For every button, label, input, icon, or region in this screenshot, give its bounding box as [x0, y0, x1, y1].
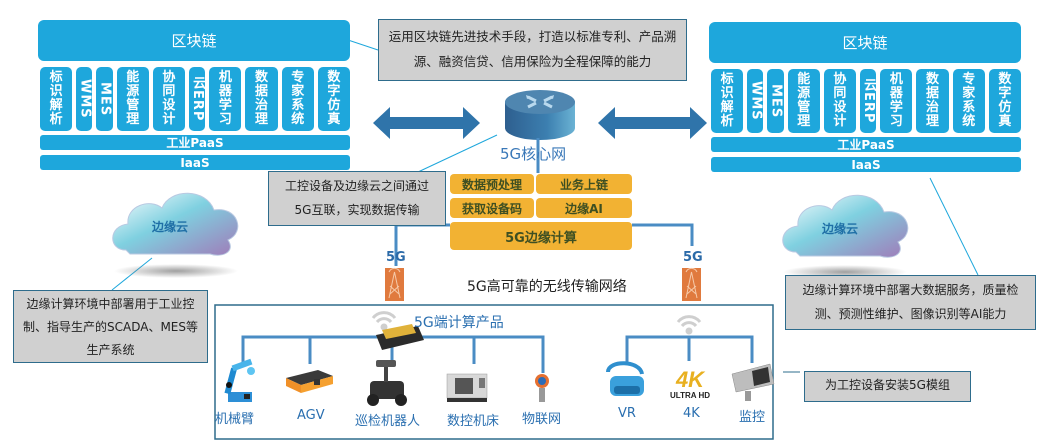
right-module-0: 标识解析	[711, 69, 744, 133]
right-module-6: 机器学习	[880, 69, 913, 133]
edge-compute-main: 5G边缘计算	[450, 222, 632, 250]
callout-line-blockchain	[347, 39, 379, 51]
security-camera-icon	[731, 363, 775, 401]
right-module-row: 标识解析 WMS MES 能源管理 协同设计 云ERP 机器学习 数据治理 专家…	[711, 69, 1022, 133]
edge-item-device-code: 获取设备码	[450, 198, 534, 218]
terminal-connector-group2	[625, 335, 754, 364]
callout-line-right-edge	[929, 177, 979, 276]
cell-tower-icon-left	[385, 267, 404, 301]
left-cloud-label: 边缘云	[152, 220, 189, 234]
edge-cloud-left	[112, 192, 239, 278]
left-blockchain-title: 区块链	[38, 20, 350, 61]
right-module-4: 协同设计	[823, 69, 857, 133]
gateway-device-icon	[376, 324, 424, 350]
note-right-edge: 边缘计算环境中部署大数据服务，质量检测、预测性维护、图像识别等AI能力	[785, 275, 1036, 330]
device-label-surveillance: 监控	[739, 410, 766, 425]
router-icon	[505, 90, 575, 140]
edge-item-onchain: 业务上链	[536, 174, 632, 194]
right-module-7: 数据治理	[916, 69, 949, 133]
device-label-iot: 物联网	[522, 412, 562, 427]
edge-cloud-right	[782, 194, 909, 279]
edge-item-edge-ai: 边缘AI	[536, 198, 632, 218]
agv-icon	[286, 370, 333, 393]
wifi-icon-group1	[371, 311, 397, 331]
device-label-4k: 4K	[683, 406, 700, 421]
right-module-2: MES	[767, 69, 784, 133]
vr-headset-icon	[606, 361, 644, 396]
uhd-4k-icon: 4K ULTRA HD	[670, 367, 710, 400]
right-module-9: 数字仿真	[988, 69, 1022, 133]
note-blockchain: 运用区块链先进技术手段，打造以标准专利、产品溯源、融资信贷、信用保险为全程保障的…	[378, 19, 687, 81]
note-left-edge: 边缘计算环境中部署用于工业控制、指导生产的SCADA、MES等生产系统	[13, 290, 208, 363]
badge-uhd-text: ULTRA HD	[670, 391, 710, 400]
left-module-6: 机器学习	[209, 67, 242, 131]
double-arrow-left	[373, 107, 480, 139]
left-module-9: 数字仿真	[317, 67, 351, 131]
inspection-robot-icon	[367, 360, 407, 406]
note-interconnect: 工控设备及边缘云之间通过5G互联，实现数据传输	[268, 171, 446, 226]
left-module-7: 数据治理	[245, 67, 278, 131]
right-module-1: WMS	[747, 69, 764, 133]
right-module-3: 能源管理	[787, 69, 820, 133]
left-module-2: MES	[96, 67, 113, 131]
device-label-vr: VR	[618, 406, 636, 421]
left-module-0: 标识解析	[40, 67, 73, 131]
right-module-5: 云ERP	[860, 69, 877, 133]
left-iaas-bar: IaaS	[40, 155, 350, 170]
device-label-cnc: 数控机床	[447, 414, 500, 429]
wifi-icon-group2	[676, 315, 702, 335]
wireless-network-label: 5G高可靠的无线传输网络	[467, 279, 627, 295]
left-module-8: 专家系统	[281, 67, 314, 131]
tower-label-left: 5G	[386, 250, 406, 265]
cnc-machine-icon	[446, 373, 488, 402]
right-module-8: 专家系统	[952, 69, 985, 133]
right-blockchain-title: 区块链	[709, 22, 1021, 63]
callout-line-interconnect	[417, 134, 498, 173]
edge-item-preprocess: 数据预处理	[450, 174, 534, 194]
edge-link-right	[632, 223, 694, 246]
left-module-5: 云ERP	[189, 67, 206, 131]
right-cloud-label: 边缘云	[822, 222, 859, 236]
device-label-agv: AGV	[297, 408, 325, 423]
device-label-inspection-robot: 巡检机器人	[355, 414, 421, 429]
terminal-box	[214, 304, 774, 440]
core-network-label: 5G核心网	[500, 145, 567, 163]
cell-tower-icon-right	[682, 267, 701, 301]
left-module-row: 标识解析 WMS MES 能源管理 协同设计 云ERP 机器学习 数据治理 专家…	[40, 67, 351, 131]
left-module-4: 协同设计	[152, 67, 186, 131]
iot-sensor-icon	[535, 374, 549, 402]
left-module-3: 能源管理	[116, 67, 149, 131]
robot-arm-icon	[224, 358, 255, 402]
double-arrow-right	[598, 107, 707, 139]
tower-label-right: 5G	[683, 250, 703, 265]
device-label-robot-arm: 机械臂	[215, 412, 255, 427]
right-iaas-bar: IaaS	[711, 157, 1021, 172]
note-5g-module: 为工控设备安装5G模组	[804, 371, 971, 402]
terminal-title: 5G端计算产品	[414, 315, 504, 331]
left-module-1: WMS	[76, 67, 93, 131]
badge-4k-text: 4K	[675, 367, 706, 392]
right-paas-bar: 工业PaaS	[711, 137, 1021, 152]
left-paas-bar: 工业PaaS	[40, 135, 350, 150]
